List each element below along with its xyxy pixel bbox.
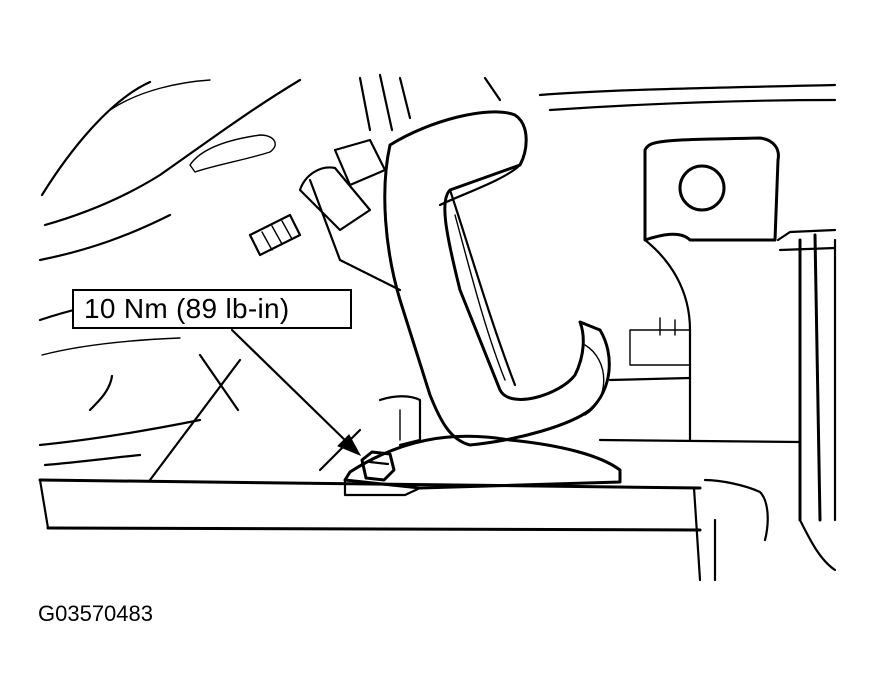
bracket-nut	[360, 450, 396, 482]
callout-leader-arrow	[230, 328, 362, 456]
mount-bracket	[383, 110, 611, 447]
right-housing	[598, 136, 837, 582]
bracket-flange	[318, 395, 622, 497]
stud-bolt	[248, 138, 402, 292]
torque-spec-callout: 10 Nm (89 lb-in)	[72, 289, 352, 329]
figure-id: G03570483	[38, 601, 153, 626]
background-contours	[38, 73, 837, 482]
